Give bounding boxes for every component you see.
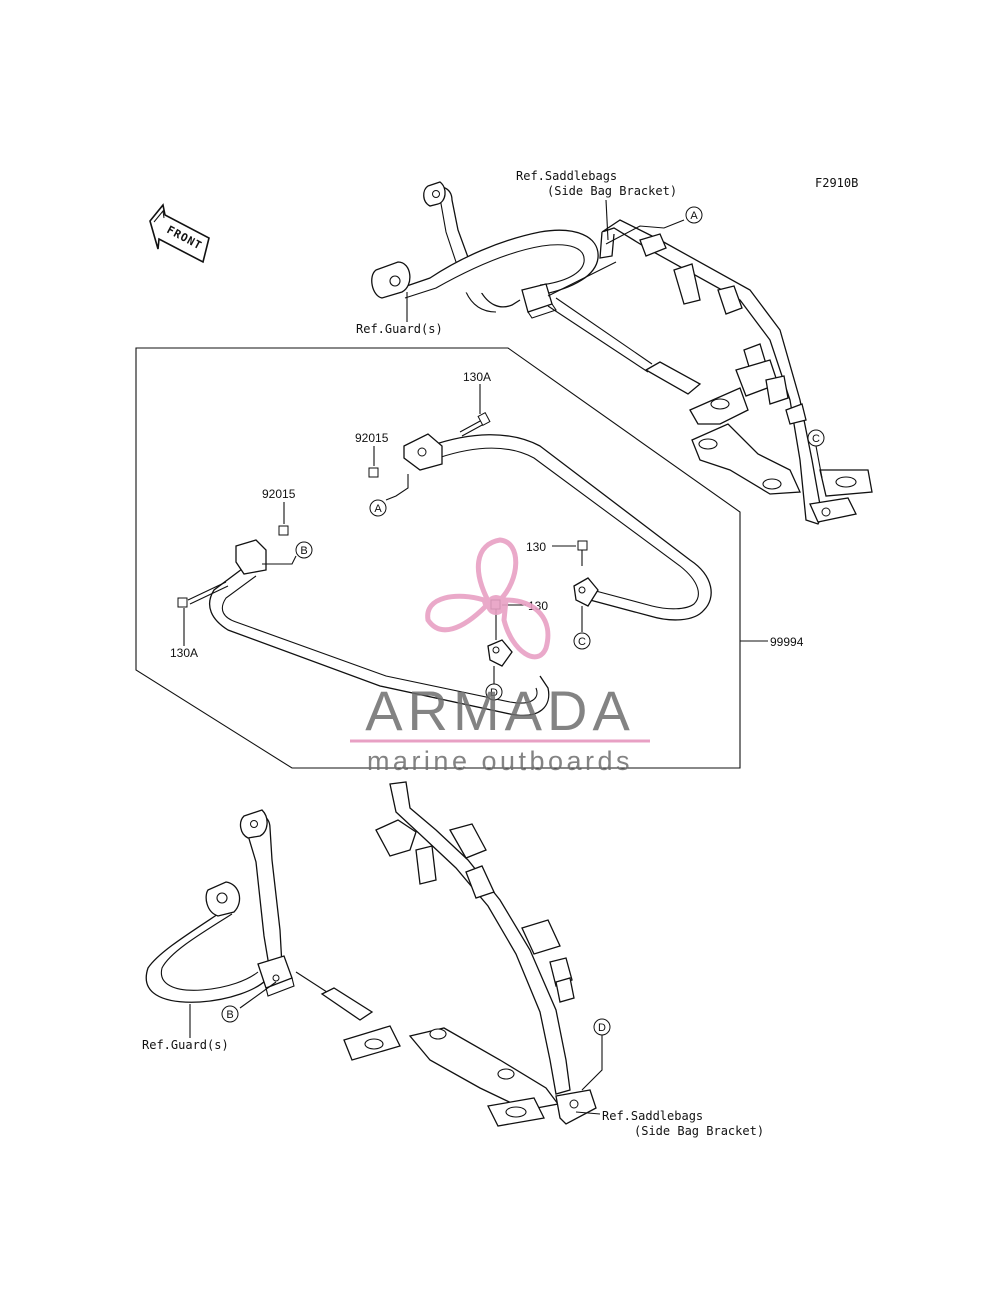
top-ref-saddlebags: Ref.Saddlebags	[516, 169, 617, 183]
part-130a-top: 130A	[463, 370, 491, 384]
part-130-right: 130	[526, 540, 546, 554]
top-side-bag-bracket: (Side Bag Bracket)	[547, 184, 677, 198]
bolt-130-right-icon	[577, 540, 588, 566]
top-ref-guard: Ref.Guard(s)	[356, 322, 443, 336]
marker-d-bottom: D	[593, 1018, 611, 1036]
kit-box-outline	[135, 347, 741, 769]
svg-text:A: A	[374, 503, 382, 515]
svg-text:C: C	[578, 636, 586, 648]
marker-b-kit: B	[295, 541, 313, 559]
svg-text:C: C	[812, 433, 820, 445]
front-arrow-icon	[149, 203, 210, 264]
kit-guard-bar	[209, 433, 712, 716]
marker-c-kit: C	[573, 632, 591, 650]
bottom-guard-drawing	[145, 781, 597, 1127]
marker-a-kit: A	[369, 499, 387, 517]
figure-code: F2910B	[815, 176, 858, 190]
svg-text:D: D	[598, 1022, 606, 1034]
kit-part-number: 99994	[770, 635, 804, 649]
marker-c-top: C	[807, 429, 825, 447]
top-guard-drawing	[371, 181, 873, 525]
watermark-tagline: marine outboards	[367, 746, 633, 776]
svg-text:B: B	[226, 1009, 233, 1021]
bottom-ref-guard: Ref.Guard(s)	[142, 1038, 229, 1052]
bottom-ref-saddlebags: Ref.Saddlebags	[602, 1109, 703, 1123]
watermark-brand: ARMADA	[365, 679, 635, 742]
svg-text:B: B	[300, 545, 307, 557]
leader-a-top	[605, 219, 685, 245]
part-130a-left: 130A	[170, 646, 198, 660]
nut-92015-top-icon	[368, 467, 379, 478]
svg-text:D: D	[490, 687, 498, 699]
bolt-130a-top-icon	[459, 412, 491, 437]
part-92015-left: 92015	[262, 487, 296, 501]
marker-b-bottom: B	[221, 1005, 239, 1023]
bolt-130a-left-icon	[177, 581, 229, 608]
marker-d-kit: D	[485, 683, 503, 701]
bottom-side-bag-bracket: (Side Bag Bracket)	[634, 1124, 764, 1138]
marker-a-top: A	[685, 206, 703, 224]
armada-propeller-logo	[425, 537, 551, 660]
svg-text:A: A	[690, 210, 698, 222]
part-92015-top: 92015	[355, 431, 389, 445]
nut-92015-left-icon	[278, 525, 289, 536]
